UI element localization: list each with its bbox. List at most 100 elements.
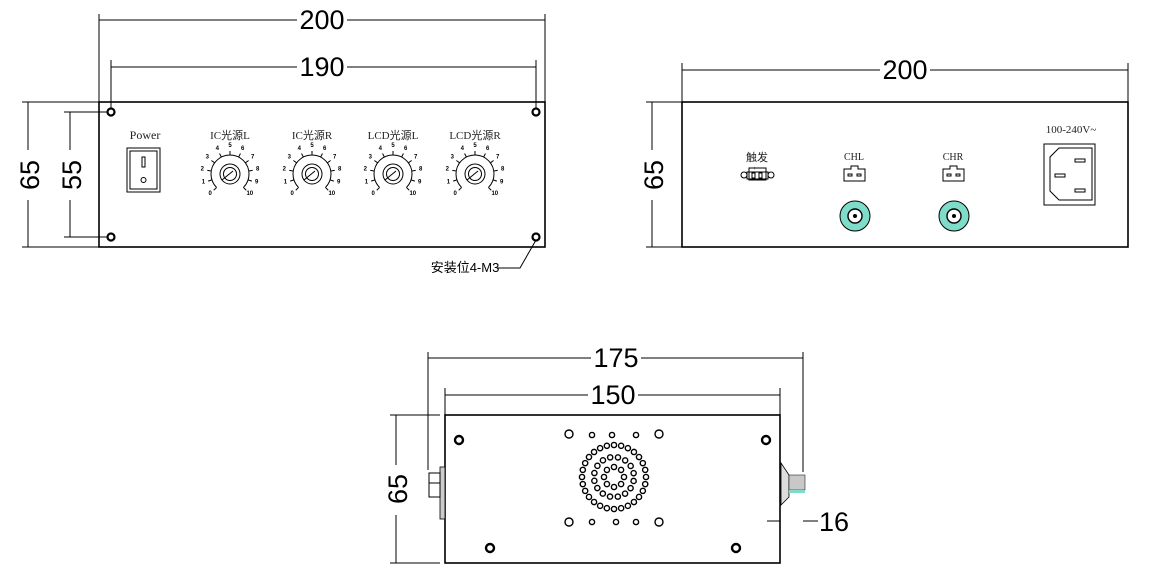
mounting-hole	[531, 232, 541, 242]
knob-scale-label: 6	[486, 146, 490, 152]
knob-scale-label: 1	[284, 180, 288, 186]
chl-connector[interactable]	[843, 165, 866, 182]
dimension-protrusion: 16	[767, 507, 849, 537]
vent-hole	[617, 504, 625, 512]
rear-view: 200 65 触发 + − CHL CHR	[639, 55, 1129, 248]
knob-scale-label: 7	[333, 155, 337, 161]
vent-hole	[610, 505, 618, 513]
vent-hole	[603, 442, 611, 450]
vent-hole	[630, 498, 638, 506]
dimension-bottom-body: 150	[444, 380, 781, 415]
knob-scale-label: 5	[473, 143, 477, 149]
knob-scale-label: 6	[323, 146, 327, 152]
vent-hole	[630, 448, 638, 456]
rear-panel-outline	[681, 101, 1129, 248]
knob-scale-label: 10	[491, 191, 498, 197]
knob-scale-label: 8	[338, 167, 342, 173]
knob-scale-label: 1	[447, 180, 451, 186]
vent-hole	[635, 453, 643, 461]
vent-hole	[654, 429, 664, 439]
vent-hole	[635, 493, 643, 501]
vent-hole	[617, 480, 625, 488]
power-label: Power	[130, 128, 161, 142]
vent-hole	[641, 466, 649, 474]
knob-scale-label: 9	[500, 180, 504, 186]
vent-hole	[591, 469, 598, 477]
trigger-connector[interactable]: + −	[740, 166, 775, 181]
front-panel-outline	[98, 101, 546, 248]
vent-hole	[614, 493, 622, 500]
knob-scale-label: 3	[369, 155, 373, 161]
vent-hole	[581, 459, 589, 467]
knob-scale-label: 4	[298, 146, 302, 152]
mount-note: 安装位4-M3	[431, 239, 537, 275]
dimension-front-height: 65	[15, 101, 99, 248]
bottom-screw-holes	[453, 434, 772, 554]
knob-scale-label: 2	[283, 167, 287, 173]
vent-hole	[627, 484, 634, 492]
power-input-label: 100-240V~	[1046, 124, 1097, 136]
vent-hole	[585, 453, 593, 461]
knob-scale-label: 8	[419, 167, 423, 173]
screw-hole	[760, 434, 772, 446]
knob-scale-label: 7	[496, 155, 500, 161]
knob-label: IC光源R	[292, 128, 333, 142]
vent-hole	[642, 473, 650, 481]
power-switch-side	[780, 461, 806, 506]
mounting-holes	[106, 107, 541, 242]
vent-hole	[603, 504, 611, 512]
knob-scale-label: 9	[418, 180, 422, 186]
knob-scale-label: 4	[379, 146, 383, 152]
dimension-label: 65	[15, 160, 45, 190]
vent-hole	[599, 457, 607, 464]
vent-hole	[579, 466, 587, 474]
knob-scale-label: 4	[461, 146, 465, 152]
vent-hole	[606, 454, 614, 461]
trigger-polarity: + −	[753, 166, 760, 172]
knob-label: LCD光源R	[449, 128, 501, 142]
knob-scale-label: 7	[251, 155, 255, 161]
knob-group: IC光源L012345678910IC光源R012345678910LCD光源L…	[201, 128, 505, 197]
vent-hole	[641, 480, 649, 488]
vent-hole	[617, 466, 625, 474]
dimension-label: 190	[299, 52, 344, 82]
vent-hole	[614, 454, 622, 461]
dimension-label: 150	[590, 380, 635, 410]
bnc-chr[interactable]	[938, 200, 970, 232]
chr-connector[interactable]	[942, 165, 965, 182]
vent-hole	[599, 490, 607, 497]
knob-scale-label: 5	[310, 143, 314, 149]
knob-scale-label: 9	[255, 180, 259, 186]
vent-hole	[617, 442, 625, 450]
dimension-label: 175	[593, 343, 638, 373]
power-switch[interactable]	[126, 147, 161, 193]
dimension-front-hole-height: 55	[57, 111, 111, 238]
knob-scale-label: 8	[256, 167, 260, 173]
knob-scale-label: 5	[391, 143, 395, 149]
vent-hole	[610, 483, 618, 491]
knob-scale-label: 10	[328, 191, 335, 197]
vent-hole	[590, 498, 598, 506]
ac-power-inlet[interactable]	[1043, 143, 1096, 206]
vent-hole	[564, 429, 574, 439]
vent-hole	[603, 480, 611, 488]
vent-hole	[612, 518, 620, 526]
mounting-hole	[531, 107, 541, 117]
knob-scale-label: 10	[246, 191, 253, 197]
vent-hole	[630, 469, 637, 477]
dimension-front-hole-width: 190	[110, 52, 537, 112]
vent-hole	[654, 517, 664, 527]
bottom-view: 175 150 65 16	[383, 343, 849, 564]
vent-hole	[585, 493, 593, 501]
rear-connector-side	[428, 466, 446, 520]
bnc-chl[interactable]	[839, 200, 871, 232]
knob-scale-label: 1	[202, 180, 206, 186]
knob-scale-label: 2	[201, 167, 205, 173]
vent-hole	[627, 462, 634, 470]
dimension-front-width: 200	[98, 5, 546, 102]
